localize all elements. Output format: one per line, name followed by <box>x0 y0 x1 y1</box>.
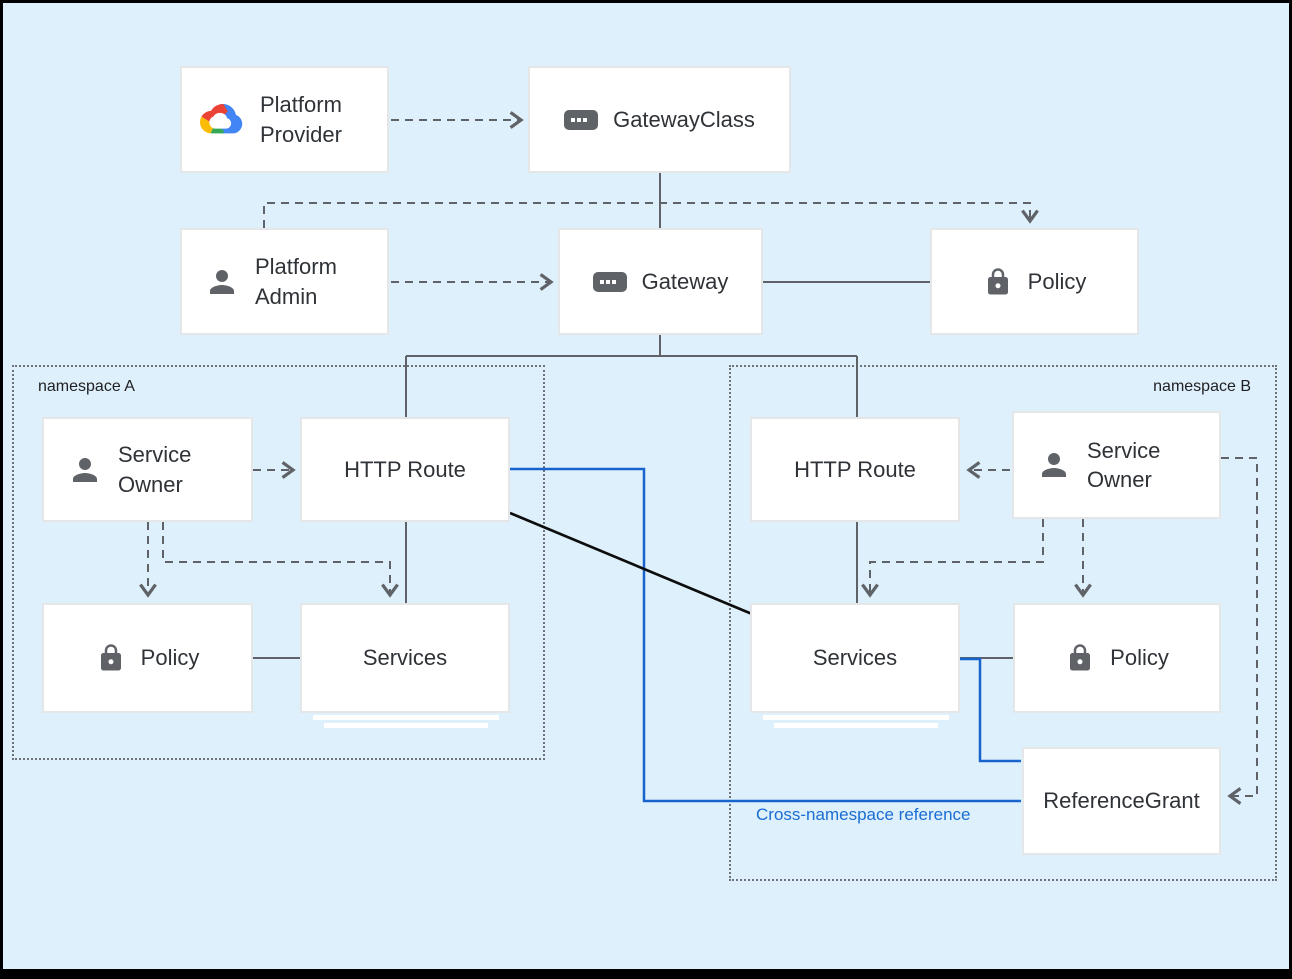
node-label: HTTP Route <box>794 456 916 482</box>
node-label: Policy <box>1110 645 1169 671</box>
namespace-a-label: namespace A <box>38 378 135 395</box>
node-label: GatewayClass <box>613 106 755 132</box>
lock-icon <box>96 641 126 675</box>
namespace-b-label: namespace B <box>1153 378 1251 395</box>
lock-icon <box>1065 641 1095 675</box>
person-icon <box>1036 447 1072 483</box>
node-label: ReferenceGrant <box>1043 788 1200 814</box>
api-chip-icon <box>592 271 627 292</box>
node-http-route-a: HTTP Route <box>300 417 510 522</box>
node-label: HTTP Route <box>344 456 466 482</box>
node-gateway-class: GatewayClass <box>528 66 791 173</box>
node-label: Policy <box>1027 268 1087 294</box>
node-label: Service Owner <box>1087 437 1161 492</box>
node-label: Platform Admin <box>255 254 337 309</box>
cross-namespace-reference-label: Cross-namespace reference <box>756 805 971 824</box>
node-policy-b: Policy <box>1013 603 1221 713</box>
node-label: Service Owner <box>118 442 192 497</box>
node-services-b: Services <box>750 603 960 728</box>
node-platform-admin: Platform Admin <box>180 228 389 335</box>
node-platform-provider: Platform Provider <box>180 66 389 173</box>
api-chip-icon <box>564 109 599 130</box>
node-label: Gateway <box>641 268 729 294</box>
node-label: Services <box>362 645 448 671</box>
namespace-b-container: namespace B <box>729 365 1277 881</box>
google-cloud-logo-icon <box>199 101 245 139</box>
diagram-canvas: namespace A namespace B <box>3 3 1289 969</box>
node-services-a: Services <box>300 603 510 728</box>
namespace-a-container: namespace A <box>12 365 545 760</box>
node-policy-cluster: Policy <box>930 228 1139 335</box>
person-icon <box>204 264 240 300</box>
node-label: Services <box>812 645 898 671</box>
node-service-owner-a: Service Owner <box>42 417 253 522</box>
node-label: Platform Provider <box>260 92 342 147</box>
cross-namespace-edges <box>510 467 1021 803</box>
solid-edges <box>253 173 1013 659</box>
person-icon <box>67 452 103 488</box>
node-policy-a: Policy <box>42 603 253 713</box>
direct-reference-edge <box>509 511 753 616</box>
node-gateway: Gateway <box>558 228 763 335</box>
node-label: Policy <box>140 645 200 671</box>
node-http-route-b: HTTP Route <box>750 417 960 522</box>
node-service-owner-b: Service Owner <box>1012 411 1221 519</box>
node-reference-grant: ReferenceGrant <box>1022 747 1221 855</box>
connector-lines <box>139 111 1258 805</box>
lock-icon <box>983 265 1013 299</box>
dashed-edges <box>139 111 1258 805</box>
